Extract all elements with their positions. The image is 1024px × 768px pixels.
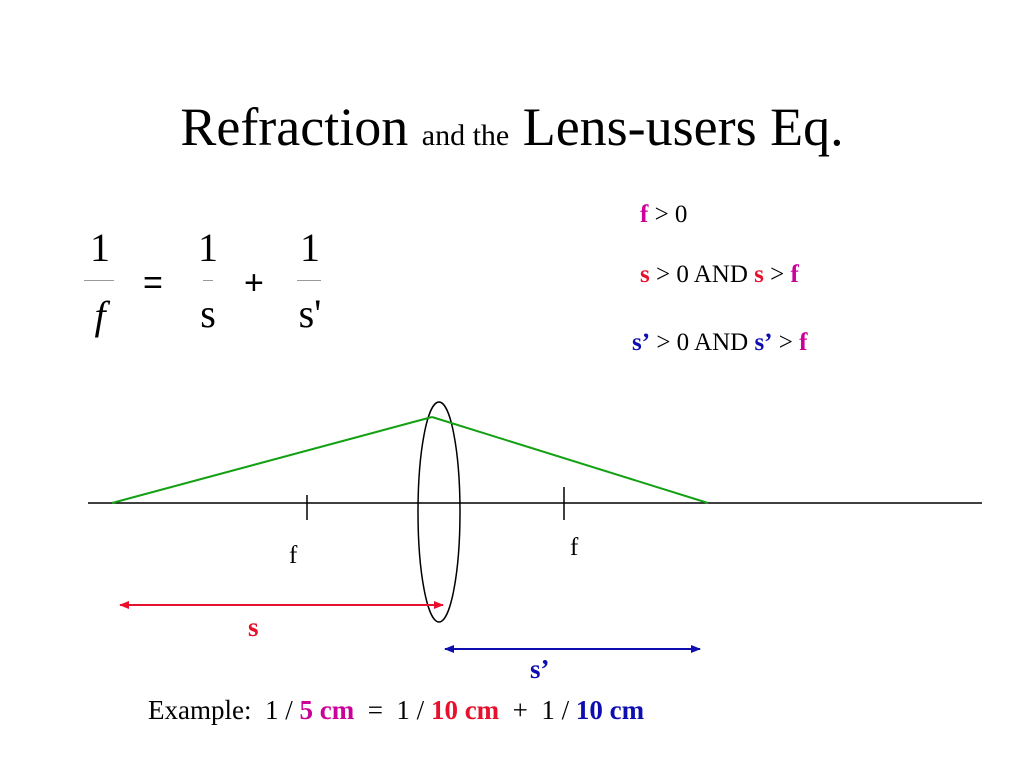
example-object-value: 10 cm	[430, 695, 500, 725]
cond3-mid: > 0 AND	[650, 329, 755, 356]
lhs-numerator: 1	[90, 225, 110, 270]
title-part-1: Refraction	[180, 97, 422, 157]
image-distance-label: s’	[530, 654, 550, 684]
term2-fraction-bar	[297, 280, 321, 281]
slide-title: Refraction and the Lens-users Eq.	[0, 100, 1024, 154]
cond3-var-f: f	[799, 329, 808, 356]
cond3-gt: >	[772, 329, 800, 356]
cond2-var-s-2: s	[754, 261, 764, 288]
term1-denominator: s	[200, 291, 216, 336]
cond3-var-s-prime: s’	[632, 329, 651, 356]
plus-sign: +	[244, 264, 264, 302]
term2-numerator: 1	[300, 225, 320, 270]
focal-label-right: f	[570, 534, 579, 561]
convex-lens	[417, 401, 461, 623]
cond2-mid: > 0 AND	[649, 261, 755, 288]
refracted-ray	[431, 416, 709, 504]
lhs-denominator: f	[94, 293, 106, 338]
incident-ray	[111, 416, 433, 504]
example-mid-2: + 1 /	[499, 695, 576, 725]
term1-fraction-bar	[203, 280, 213, 281]
cond2-var-f: f	[790, 261, 799, 288]
example-equation: Example: 1 / 5 cm = 1 / 10 cm + 1 / 10 c…	[148, 697, 644, 724]
example-image-value: 10 cm	[575, 695, 645, 725]
condition-f: f > 0	[640, 202, 687, 227]
equals-sign: =	[143, 264, 163, 302]
condition-s-prime: s’ > 0 AND s’ > f	[632, 330, 807, 355]
cond2-gt: >	[763, 261, 791, 288]
object-distance-label: s	[248, 612, 259, 642]
cond1-var-f: f	[640, 201, 649, 228]
cond1-rest: > 0	[648, 201, 688, 228]
example-prefix: Example: 1 /	[148, 695, 300, 725]
lhs-fraction-bar	[84, 280, 114, 281]
cond2-var-s: s	[640, 261, 650, 288]
example-focal-value: 5 cm	[299, 695, 355, 725]
cond3-var-s-prime-2: s’	[754, 329, 773, 356]
example-mid-1: = 1 /	[354, 695, 431, 725]
condition-s: s > 0 AND s > f	[640, 262, 799, 287]
term1-numerator: 1	[198, 225, 218, 270]
lens-equation: 1 f = 1 s + 1 s'	[70, 228, 370, 348]
term2-denominator: s'	[298, 291, 322, 336]
focal-label-left: f	[289, 542, 298, 569]
title-part-2: and the	[421, 119, 510, 152]
title-part-3: Lens-users Eq.	[509, 97, 844, 157]
